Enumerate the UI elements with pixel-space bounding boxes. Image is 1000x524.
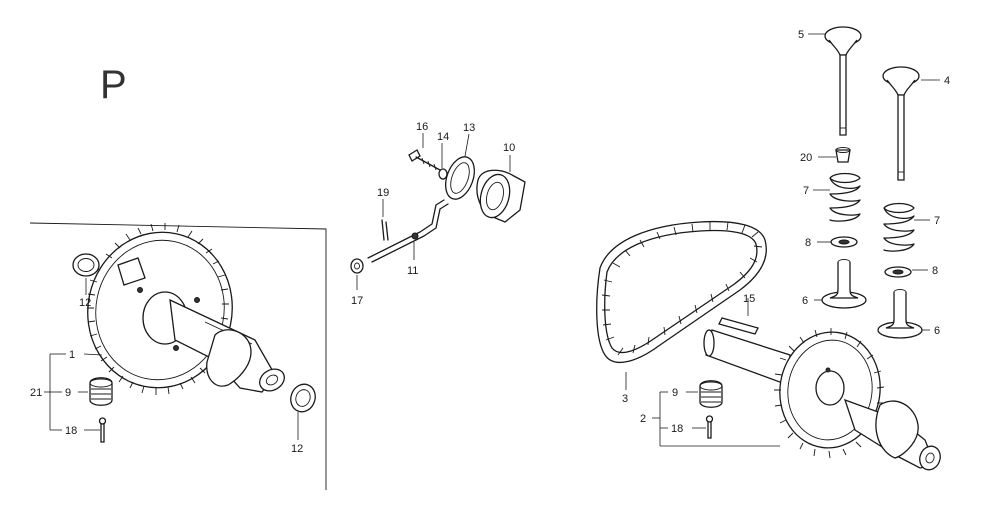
washer-12-upper [72,253,100,277]
callout-13: 13 [463,122,475,134]
valve-5 [824,26,862,136]
right-leaders [625,33,940,447]
callout-7-left: 7 [803,185,809,197]
callout-10: 10 [503,142,515,154]
weight-9-left [89,377,113,406]
callout-6-right: 6 [934,325,940,337]
left-leaders [44,278,299,440]
valve-4 [882,66,920,181]
callout-8-right: 8 [932,265,938,277]
callout-18-right: 18 [671,423,683,435]
timing-chain [596,220,767,364]
callout-16: 16 [416,121,428,133]
callout-12-upper: 12 [79,297,91,309]
camshaft-gear-assembly [87,223,285,395]
callout-6-left: 6 [802,295,808,307]
section-letter: P [100,63,127,107]
callout-12-lower: 12 [291,443,303,455]
callout-19: 19 [377,187,389,199]
callout-3: 3 [622,393,628,405]
tappet-6-left [821,259,867,309]
callout-2: 2 [640,413,646,425]
callout-8-left: 8 [805,237,811,249]
callout-14: 14 [437,131,449,143]
tappet-6-right [877,289,923,339]
callout-9-left: 9 [65,387,71,399]
middle-leaders [356,133,511,290]
callout-1: 1 [69,349,75,361]
callout-5: 5 [798,29,804,41]
callout-11: 11 [407,265,418,277]
retainer-20 [835,147,851,163]
callout-15: 15 [743,293,755,305]
callout-4: 4 [944,75,950,87]
spring-7-right [883,202,915,252]
callout-labels: 1 2 3 4 5 6 6 7 7 8 8 9 9 10 11 12 12 13… [30,29,950,455]
washer-8-right [884,266,912,278]
washer-8-left [830,236,858,248]
inset-frame [29,222,327,490]
callout-20: 20 [800,152,812,164]
washer-12-lower [290,383,316,413]
callout-7-right: 7 [934,215,940,227]
spring-7-left [829,172,861,222]
governor-assembly [350,149,526,274]
crankshaft-sprocket-assembly [703,328,941,471]
weight-9-right [699,380,723,408]
callout-21: 21 [30,387,42,399]
callout-18-left: 18 [65,425,77,437]
pin-18-left [98,417,107,443]
pin-18-right [705,415,714,439]
key-15 [718,317,759,335]
callout-17: 17 [351,295,363,307]
callout-9-right: 9 [672,387,678,399]
